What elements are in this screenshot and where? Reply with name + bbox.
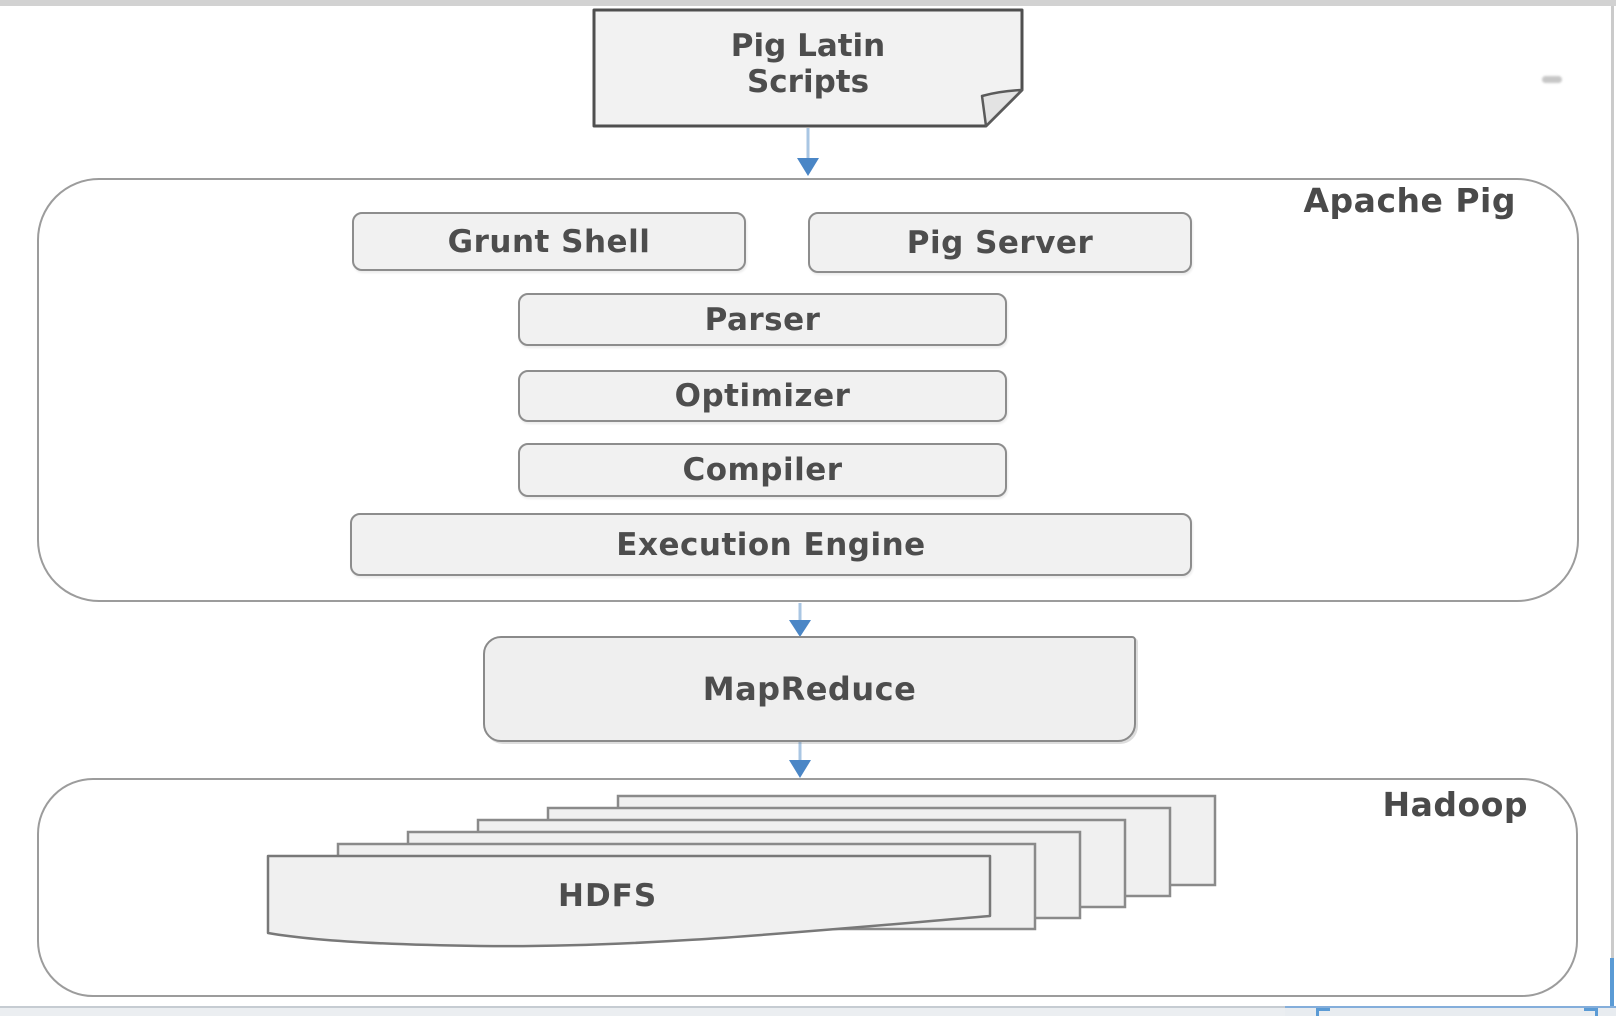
hadoop-container (37, 778, 1578, 997)
window-bottom-strip (0, 1006, 1616, 1016)
node-mapreduce: MapReduce (483, 636, 1136, 742)
node-parser: Parser (518, 293, 1007, 346)
pig-server-label: Pig Server (906, 224, 1094, 261)
document-folded-corner (980, 88, 1024, 128)
apache-pig-container-label: Apache Pig (1303, 181, 1516, 220)
arrow-head-apachepig-to-mapreduce (789, 620, 811, 637)
hdfs-paper-stack (266, 794, 1217, 948)
node-compiler: Compiler (518, 443, 1007, 497)
selection-handle-right (1584, 1008, 1598, 1016)
apache-pig-container (37, 178, 1579, 602)
selection-right-border (1610, 958, 1614, 1008)
arrow-head-scripts-to-apachepig (797, 158, 819, 176)
selection-bottom-strip (1285, 1006, 1616, 1016)
grunt-shell-label: Grunt Shell (447, 223, 651, 260)
arrow-head-mapreduce-to-hadoop (789, 760, 811, 778)
node-grunt-shell: Grunt Shell (352, 212, 746, 271)
hdfs-label: HDFS (558, 878, 658, 914)
pig-latin-scripts-node: Pig Latin Scripts (592, 8, 1024, 122)
compiler-label: Compiler (682, 452, 843, 488)
node-optimizer: Optimizer (518, 370, 1007, 422)
node-execution-engine: Execution Engine (350, 513, 1192, 576)
node-pig-server: Pig Server (808, 212, 1192, 273)
hdfs-sheet-front (266, 854, 992, 948)
execution-engine-label: Execution Engine (616, 526, 926, 563)
pig-latin-scripts-label: Pig Latin Scripts (730, 28, 886, 100)
optimizer-label: Optimizer (674, 378, 851, 414)
gray-smudge-artifact (1542, 76, 1562, 83)
parser-label: Parser (704, 301, 821, 338)
window-right-border (1611, 6, 1614, 958)
window-top-strip (0, 0, 1616, 6)
mapreduce-label: MapReduce (702, 670, 917, 708)
hadoop-container-label: Hadoop (1382, 785, 1528, 824)
selection-handle-left (1316, 1008, 1330, 1016)
